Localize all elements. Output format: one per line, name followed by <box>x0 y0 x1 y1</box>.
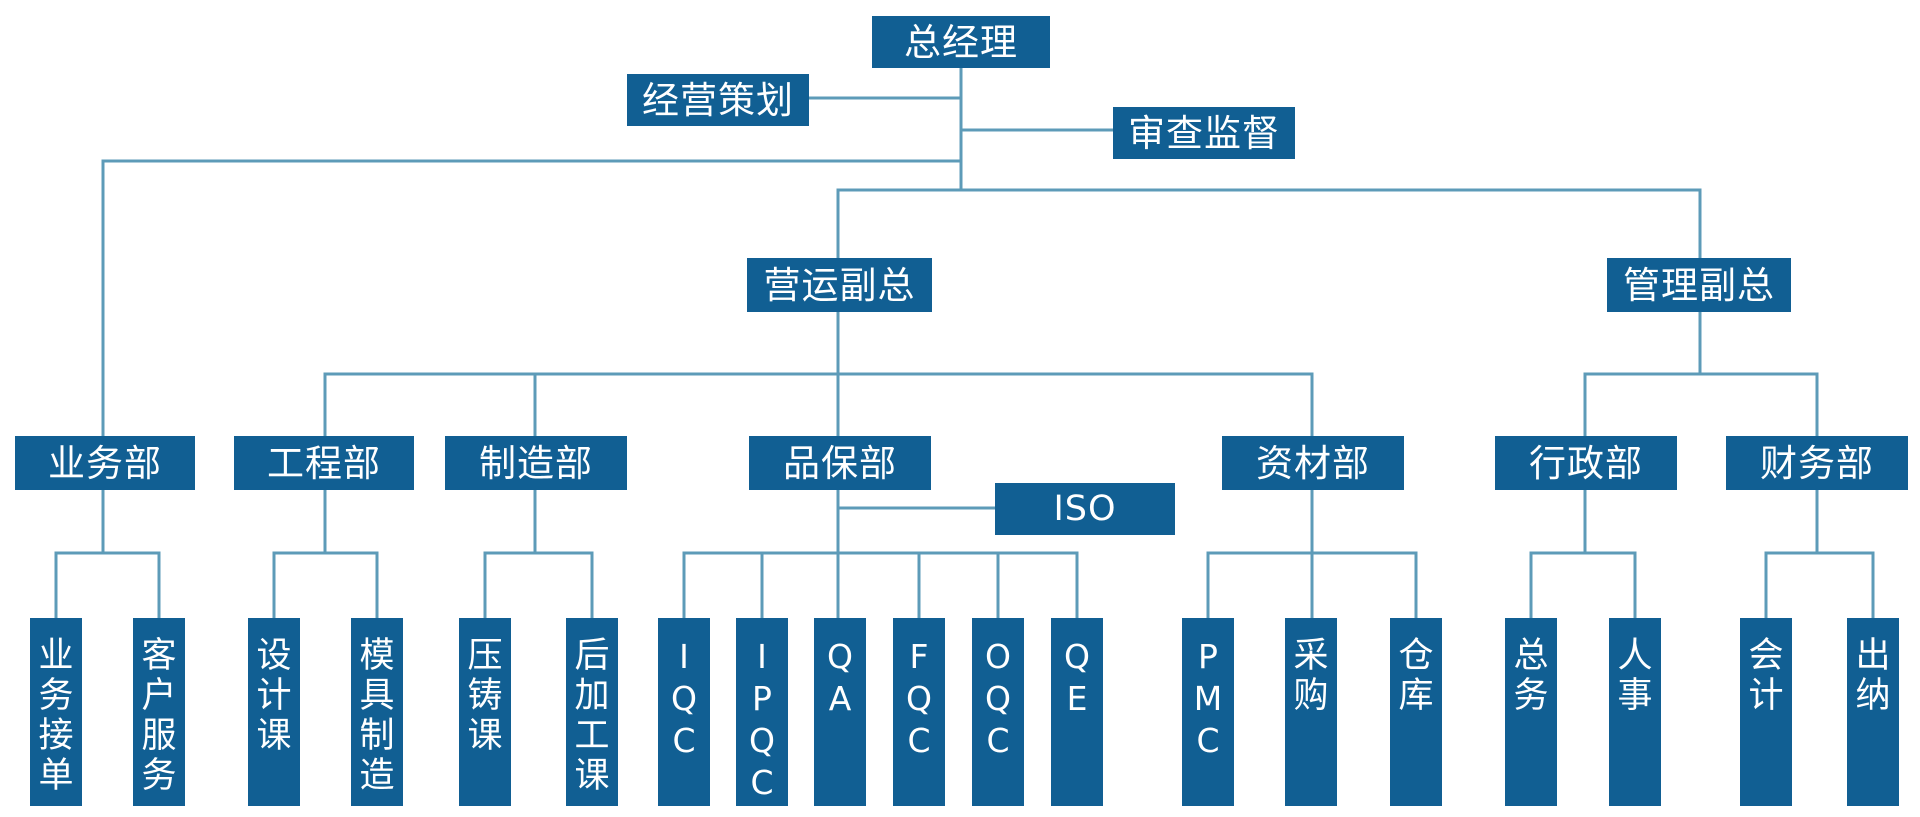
node-dept-finance: 财务部 <box>1726 436 1908 490</box>
node-unit-warehouse: 仓库 <box>1390 618 1442 806</box>
node-unit-accounting: 会计 <box>1740 618 1792 806</box>
node-dept-engineering: 工程部 <box>234 436 414 490</box>
node-unit-design: 设计课 <box>248 618 300 806</box>
node-dept-sales: 业务部 <box>15 436 195 490</box>
node-dept-quality: 品保部 <box>749 436 931 490</box>
node-unit-purchasing: 采购 <box>1285 618 1337 806</box>
node-dept-admin: 行政部 <box>1495 436 1677 490</box>
node-unit-customer-service: 客户服务 <box>133 618 185 806</box>
node-unit-general-affairs: 总务 <box>1505 618 1557 806</box>
node-unit-hr: 人事 <box>1609 618 1661 806</box>
node-vp-management: 管理副总 <box>1607 258 1791 312</box>
node-vp-operations: 营运副总 <box>747 258 932 312</box>
node-general-manager: 总经理 <box>872 16 1050 68</box>
node-audit: 审查监督 <box>1113 107 1295 159</box>
node-iso: ISO <box>995 483 1175 535</box>
node-planning: 经营策划 <box>627 74 809 126</box>
node-unit-cashier: 出纳 <box>1847 618 1899 806</box>
node-dept-manufacturing: 制造部 <box>445 436 627 490</box>
node-unit-order-intake: 业务接单 <box>30 618 82 806</box>
node-unit-die-casting: 压铸课 <box>459 618 511 806</box>
node-unit-post-processing: 后加工课 <box>566 618 618 806</box>
node-unit-mold-making: 模具制造 <box>351 618 403 806</box>
node-dept-materials: 资材部 <box>1222 436 1404 490</box>
